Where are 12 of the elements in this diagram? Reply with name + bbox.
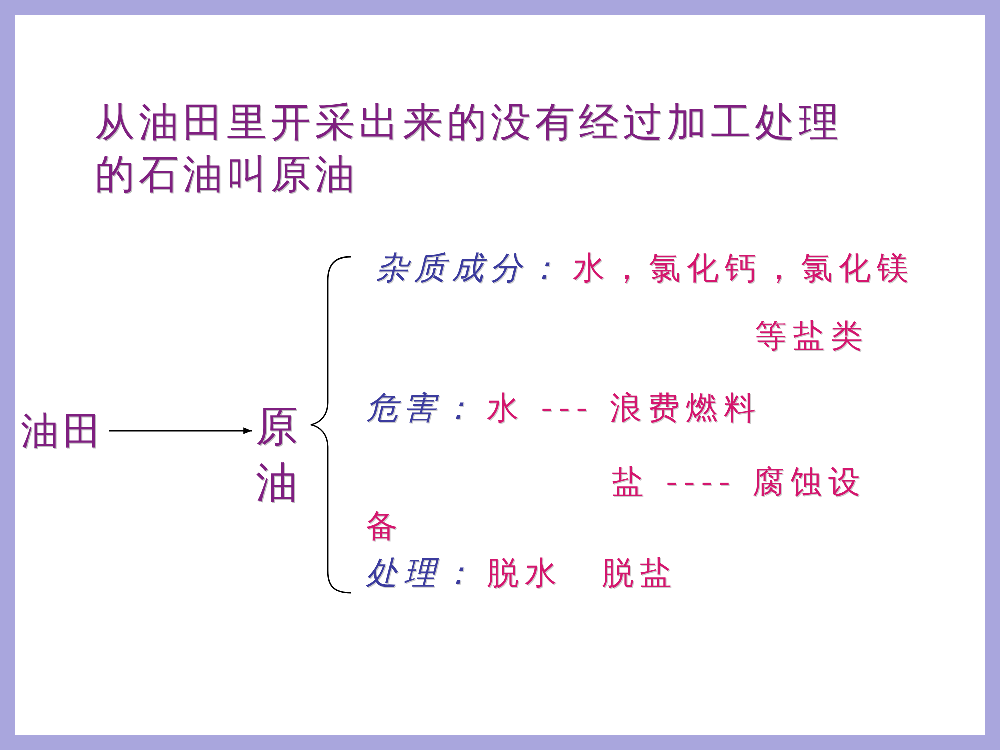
category-label: 危害：	[366, 388, 480, 429]
treatment-text: 脱盐	[602, 553, 678, 594]
treatment-text: 脱水	[487, 553, 563, 594]
hazard-text: 水 --- 浪费燃料	[487, 388, 762, 429]
category-label: 杂质成分：	[376, 248, 566, 289]
impurity-text: 水，氯化钙，氯化镁等盐类	[573, 248, 916, 357]
flow-term-text: 油田	[17, 405, 109, 457]
slide-title: 从油田里开采出来的没有经过加工处理的石油叫原油	[95, 99, 844, 200]
category-label: 处理：	[366, 553, 480, 594]
flow-term-text: 原油	[252, 399, 302, 511]
arrow	[109, 428, 252, 434]
hazard-text: 盐 ---- 腐蚀设备	[366, 462, 868, 547]
